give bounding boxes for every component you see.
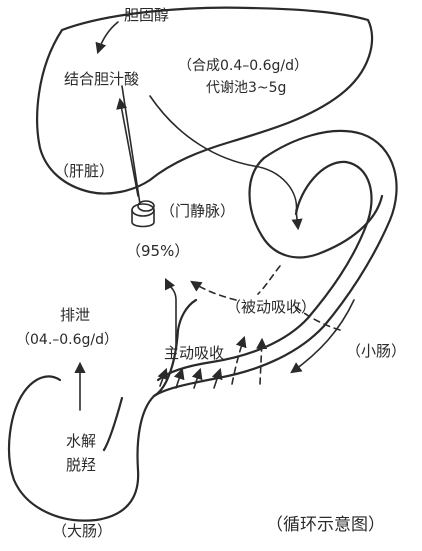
label-liver: （肝脏） [54, 162, 114, 180]
small-intestine-inner-outline [156, 160, 373, 382]
label-synthesis-rate: （合成0.4–0.6g/d） [178, 58, 308, 74]
passive-absorption-dashed-from-intestine [291, 303, 341, 331]
passive-absorption-dashed-top [257, 265, 281, 295]
active-absorption-arrow-2 [173, 367, 185, 389]
label-pool-size: 代谢池3~5g [206, 80, 286, 96]
label-hydrolysis: 水解 [66, 432, 96, 450]
label-excretion: 排泄 [60, 306, 90, 324]
liver-outline [36, 6, 374, 195]
label-excretion-rate: （04.–0.6g/d） [16, 332, 118, 348]
label-reabsorption-percent: （95%） [126, 242, 189, 260]
arrow-into-small-intestine [291, 209, 303, 231]
small-intestine-upper-loop [248, 156, 384, 259]
active-absorption-arrow-3 [191, 367, 203, 389]
arrow-cholesterol-to-bile-acid [95, 21, 119, 55]
label-small-intestine: （小肠） [346, 342, 406, 360]
passive-absorption-dashed-arrow-1 [231, 335, 247, 385]
active-absorption-line [164, 277, 177, 349]
arrow-small-intestine-flow [290, 299, 355, 374]
label-active-absorption: 主动吸收 [164, 344, 224, 362]
label-dehydroxylation: 脱羟 [66, 456, 96, 474]
passive-absorption-dashed-to-95 [190, 280, 237, 301]
gallbladder-icon [131, 200, 155, 228]
label-passive-absorption: （被动吸收） [226, 298, 316, 316]
active-absorption-arrow-4 [211, 367, 223, 389]
large-intestine-inner [176, 298, 198, 332]
label-caption: （循环示意图） [266, 515, 385, 535]
label-large-intestine: （大肠） [52, 522, 112, 540]
label-portal-vein: （门静脉） [160, 202, 235, 220]
arrow-portal-vein-up [116, 97, 139, 197]
label-conjugated-bile-acid: 结合胆汁酸 [64, 70, 139, 88]
active-absorption-arrow-1 [157, 367, 169, 387]
large-intestine-outline [8, 328, 180, 522]
label-cholesterol: 胆固醇 [124, 6, 169, 24]
liver-to-gut-duct [149, 95, 298, 215]
passive-absorption-dashed-arrow-2 [255, 337, 268, 385]
portal-vein-line [121, 85, 141, 205]
